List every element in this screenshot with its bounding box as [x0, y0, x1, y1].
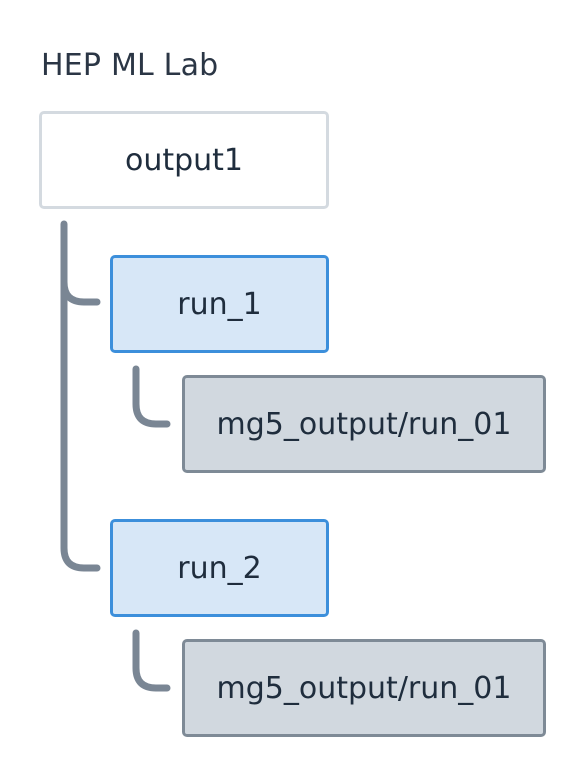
tree-node-run-2[interactable]: run_2 [110, 519, 329, 617]
tree-node-output1[interactable]: output1 [39, 111, 329, 209]
connector-root-trunk [60, 220, 101, 572]
connector-run2-leaf [132, 629, 171, 692]
tree-node-run-1[interactable]: run_1 [110, 255, 329, 353]
tree-node-label: run_1 [177, 286, 262, 322]
tree-node-label: mg5_output/run_01 [216, 406, 512, 442]
page-title: HEP ML Lab [41, 48, 219, 83]
tree-node-run-1-output[interactable]: mg5_output/run_01 [182, 375, 546, 473]
tree-node-label: output1 [124, 142, 244, 178]
tree-node-run-2-output[interactable]: mg5_output/run_01 [182, 639, 546, 737]
tree-node-label: mg5_output/run_01 [216, 670, 512, 706]
connector-run1-leaf [132, 365, 171, 428]
tree-node-label: run_2 [177, 550, 262, 586]
connector-root-run1 [60, 278, 101, 306]
